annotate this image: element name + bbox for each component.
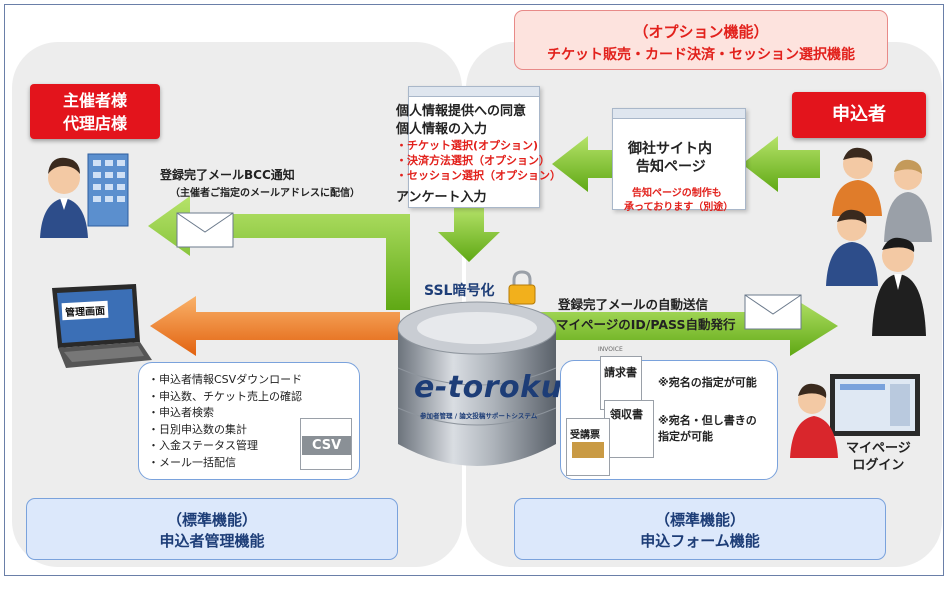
standard-left-box: （標準機能） 申込者管理機能 — [26, 498, 398, 560]
notice-arrow — [552, 136, 612, 192]
ticket-label: 受講票 — [570, 430, 600, 441]
auto-mail-line2: マイページのID/PASS自動発行 — [556, 317, 736, 332]
applicant-arrow — [742, 136, 820, 192]
standard-right-line2: 申込フォーム機能 — [640, 532, 760, 550]
auto-mail-envelope-icon — [744, 294, 802, 330]
notice-window — [612, 108, 746, 210]
bcc-line1: 登録完了メールBCC通知 — [160, 168, 295, 182]
notice-line2: 告知ページ — [636, 159, 706, 175]
invoice-label: 請求書 — [604, 366, 637, 379]
ticket-photo — [572, 442, 604, 458]
notice-note2: 承っております（別途） — [624, 202, 734, 213]
standard-left-line2: 申込者管理機能 — [159, 532, 265, 550]
standard-left-line1: （標準機能） — [166, 511, 257, 529]
auto-mail-line1: 登録完了メールの自動送信 — [558, 297, 709, 312]
organizer-person-icon — [40, 153, 129, 238]
admin-feature-5: ・入金ステータス管理 — [148, 439, 258, 453]
doc-note2b: 指定が可能 — [658, 430, 713, 443]
admin-feature-6: ・メール一括配信 — [148, 455, 236, 469]
form-survey: アンケート入力 — [396, 190, 487, 205]
receipt-doc — [604, 400, 654, 458]
applicant-text: 申込者 — [832, 104, 886, 125]
bcc-line2: （主催者ご指定のメールアドレスに配信） — [170, 188, 360, 199]
applicant-label: 申込者 — [792, 92, 926, 138]
form-option-1: ・チケット選択(オプション) — [396, 139, 539, 152]
form-option-2: ・決済方法選択（オプション） — [396, 154, 550, 167]
doc-note2a: ※宛名・但し書きの — [658, 414, 757, 427]
csv-label: CSV — [302, 436, 352, 455]
form-title2: 個人情報の入力 — [396, 122, 488, 137]
admin-feature-list: ・申込者情報CSVダウンロード ・申込数、チケット売上の確認 ・申込者検索 ・日… — [148, 372, 302, 472]
form-window — [408, 86, 540, 208]
form-down-arrow — [438, 206, 500, 262]
invoice-small: INVOICE — [598, 346, 623, 353]
receipt-label: 領収書 — [610, 408, 643, 421]
mypage-label: マイページ ログイン — [846, 440, 911, 474]
organizer-line1: 主催者様 — [62, 91, 127, 110]
lock-icon — [508, 270, 536, 305]
admin-feature-4: ・日別申込数の集計 — [148, 422, 247, 436]
logo-sub: 参加者管理 / 論文投稿サポートシステム — [420, 412, 538, 420]
applicants-group-icon — [826, 147, 932, 336]
admin-feature-3: ・申込者検索 — [148, 406, 214, 420]
mypage-login-icon — [790, 374, 920, 458]
auto-mail-arrow — [540, 296, 838, 356]
organizer-line2: 代理店様 — [62, 114, 127, 133]
standard-right-line1: （標準機能） — [654, 511, 745, 529]
bcc-envelope-icon — [176, 212, 234, 248]
database-icon — [397, 301, 557, 466]
admin-arrow — [150, 296, 400, 356]
ssl-label: SSL暗号化 — [424, 283, 495, 299]
notice-note1: 告知ページの制作も — [632, 188, 722, 199]
admin-feature-2: ・申込数、チケット売上の確認 — [148, 389, 302, 403]
mypage-line2: ログイン — [852, 458, 905, 473]
form-option-3: ・セッション選択（オプション） — [396, 169, 561, 182]
standard-right-box: （標準機能） 申込フォーム機能 — [514, 498, 886, 560]
option-feature-box: （オプション機能） チケット販売・カード決済・セッション選択機能 — [514, 10, 888, 70]
option-line2: チケット販売・カード決済・セッション選択機能 — [547, 47, 855, 63]
doc-note1: ※宛名の指定が可能 — [658, 376, 757, 389]
admin-feature-1: ・申込者情報CSVダウンロード — [148, 373, 303, 386]
option-line1: （オプション機能） — [633, 23, 769, 41]
notice-line1: 御社サイト内 — [628, 141, 712, 157]
form-title1: 個人情報提供への同意 — [396, 104, 527, 119]
organizer-label: 主催者様 代理店様 — [30, 84, 160, 139]
logo-main: e-toroku — [414, 370, 563, 405]
mypage-line1: マイページ — [846, 441, 911, 456]
